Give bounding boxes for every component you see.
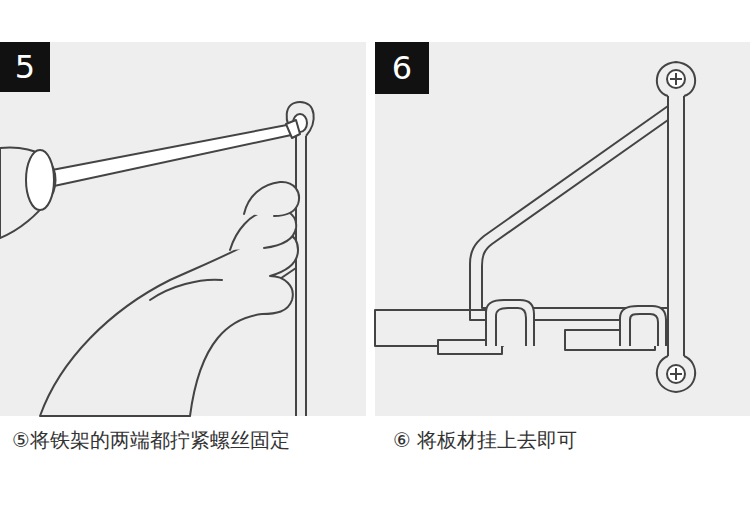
wall-bracket — [670, 73, 682, 85]
step-caption: ⑤将铁架的两端都拧紧螺丝固定 — [12, 428, 290, 452]
wall-bracket — [657, 356, 695, 392]
wall-bracket — [667, 365, 685, 383]
bracket-frame — [296, 136, 306, 416]
screwdriver — [0, 120, 300, 238]
hanging-clip — [630, 314, 658, 346]
panel-background — [375, 42, 750, 416]
hanging-clip — [496, 308, 526, 346]
screwdriver — [52, 124, 296, 186]
step-number: 6 — [392, 52, 412, 84]
wall-bracket — [482, 120, 668, 308]
hand — [40, 182, 299, 416]
hanging-clip — [620, 306, 666, 346]
panel-background — [0, 42, 750, 416]
wall-bracket — [668, 96, 684, 356]
wall-bracket — [657, 62, 695, 96]
screwdriver — [286, 120, 300, 138]
hand — [244, 182, 299, 216]
hand — [150, 280, 222, 300]
wall-bracket — [470, 106, 668, 320]
wall-bracket — [470, 62, 695, 392]
step-number-box: 6 — [375, 42, 429, 94]
screwdriver — [26, 150, 54, 210]
step-number-box: 5 — [0, 42, 50, 92]
hanging-clip — [486, 300, 666, 346]
wall-bracket — [670, 368, 682, 380]
hand — [40, 231, 298, 416]
step-number: 5 — [15, 51, 35, 83]
panel-background — [0, 42, 366, 416]
hanging-clip — [486, 300, 534, 346]
step-caption: ⑥ 将板材挂上去即可 — [393, 428, 577, 452]
wall-bracket — [667, 70, 685, 88]
screwdriver — [0, 148, 56, 239]
